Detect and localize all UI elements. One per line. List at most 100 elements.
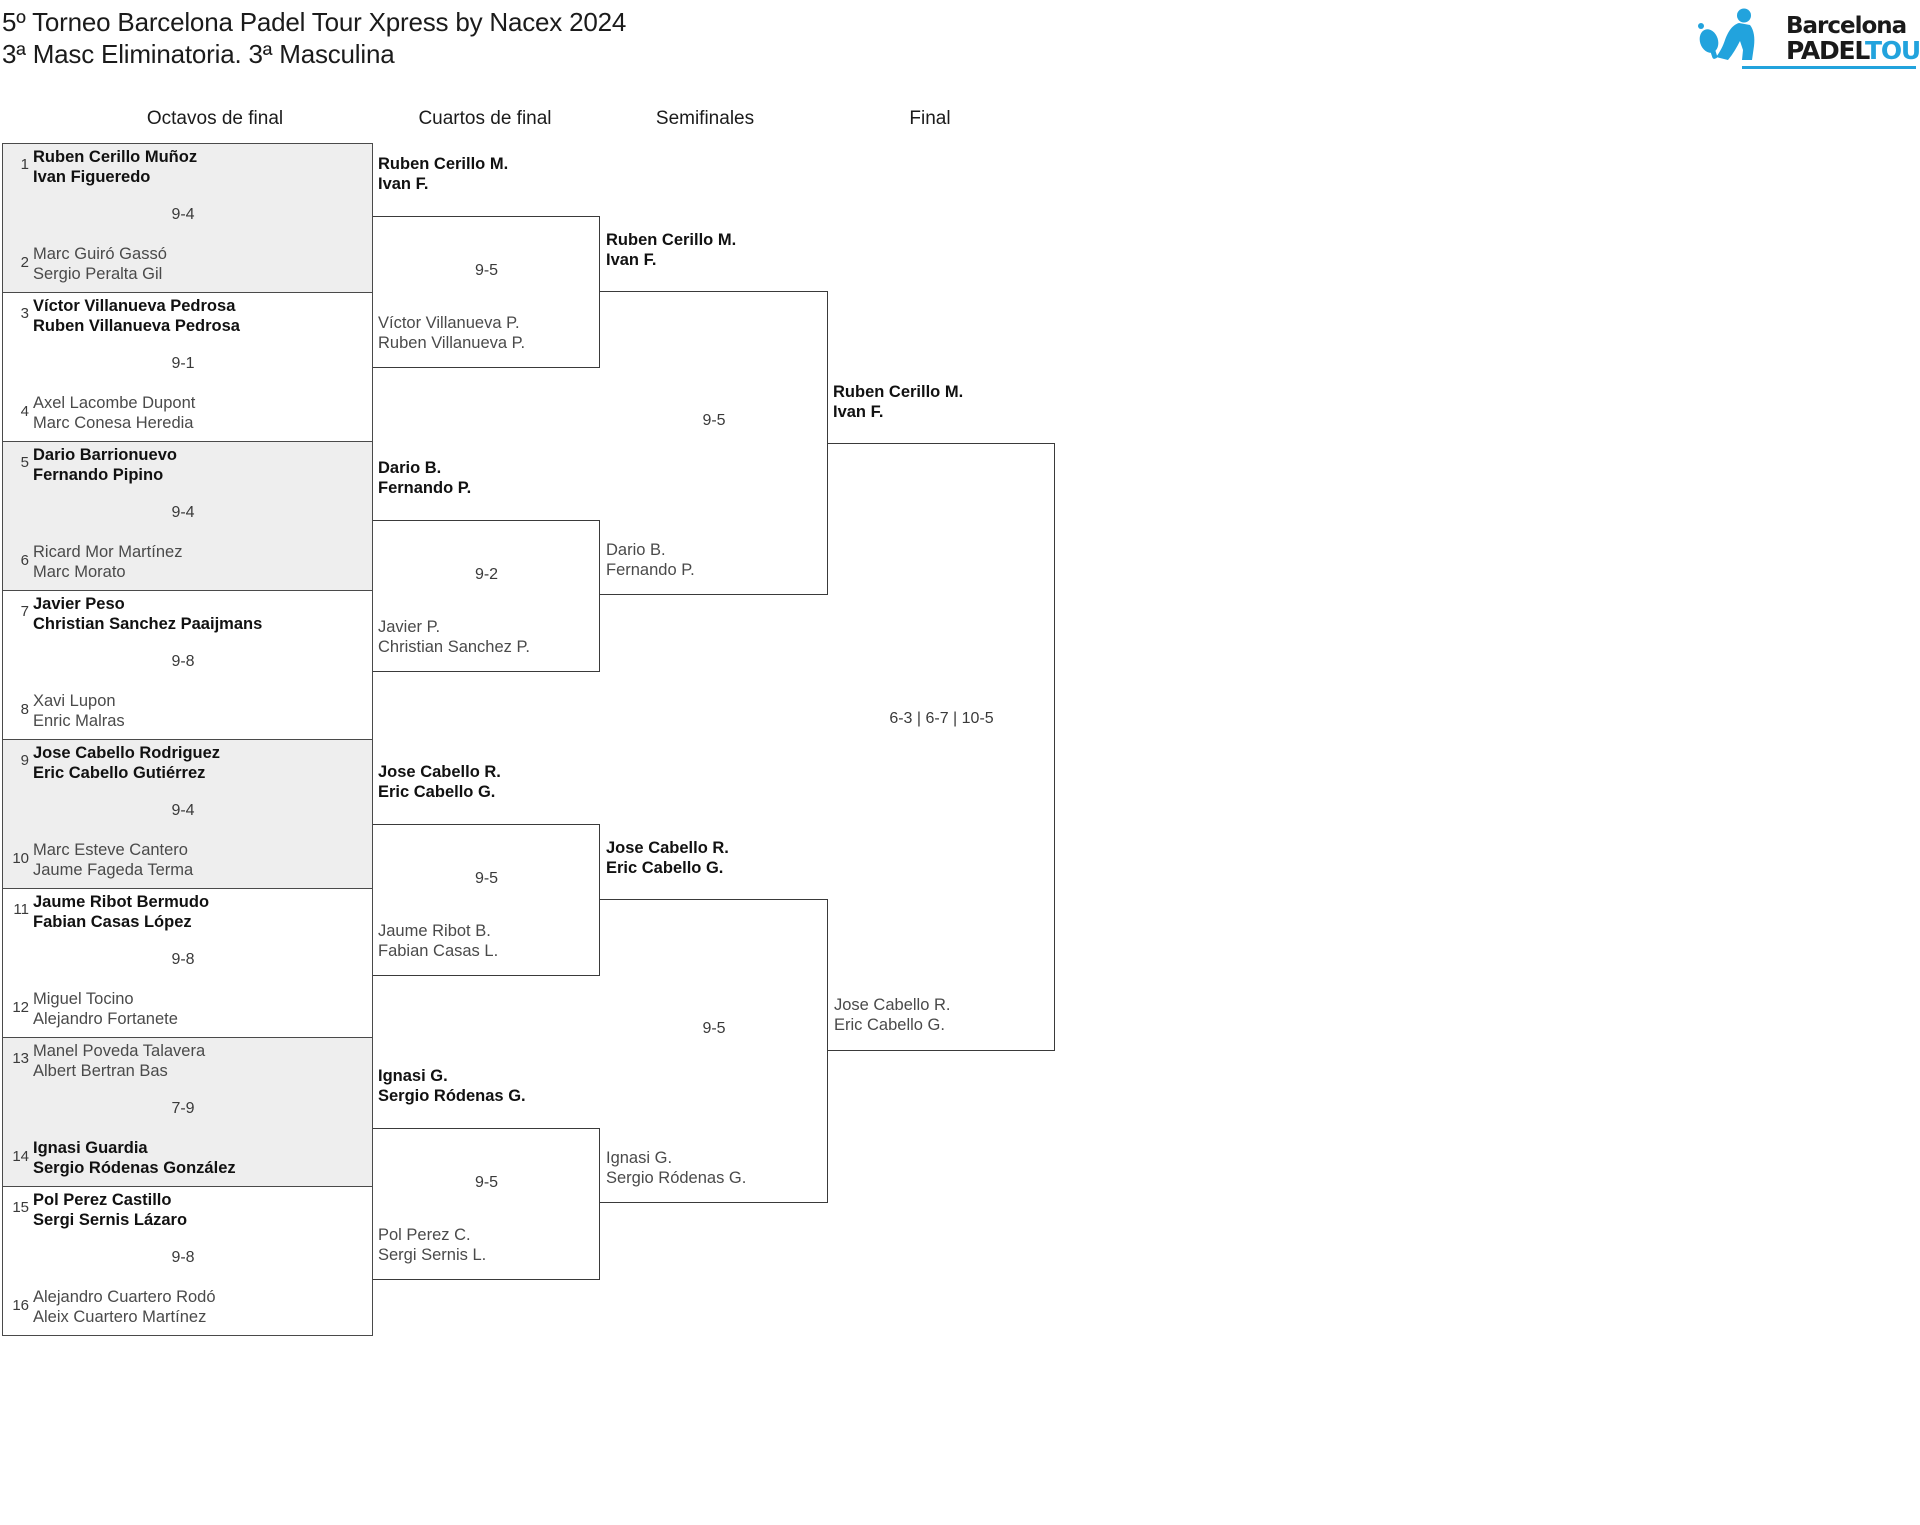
seed-number: 7 <box>20 603 29 620</box>
r1-match-8[interactable]: 15 Pol Perez Castillo Sergi Sernis Lázar… <box>2 1186 373 1336</box>
match-score: 6-3 | 6-7 | 10-5 <box>889 710 994 727</box>
player-name: Jaume Ribot Bermudo <box>33 893 210 911</box>
player-name: Ivan F. <box>378 174 429 193</box>
team-bottom: Ricard Mor Martínez Marc Morato <box>33 543 182 582</box>
player-name: Jaume Ribot B. <box>378 922 491 940</box>
player-name: Eric Cabello G. <box>834 1015 945 1034</box>
r1-match-4[interactable]: 7 Javier Peso Christian Sanchez Paaijman… <box>2 590 373 740</box>
player-name: Sergio Ródenas G. <box>606 1168 747 1187</box>
player-name: Sergio Ródenas González <box>33 1158 236 1177</box>
r4-runnerup-team: Jose Cabello R. Eric Cabello G. <box>834 996 950 1035</box>
r3-match-1[interactable]: 9-5 Dario B. Fernando P. <box>600 291 828 595</box>
player-name: Dario Barrionuevo <box>33 446 177 464</box>
match-score: 9-4 <box>171 504 195 521</box>
r3-losing-team-2: Ignasi G. Sergio Ródenas G. <box>606 1149 746 1188</box>
player-name: Ivan F. <box>606 250 657 269</box>
round-header-cuartos: Cuartos de final <box>418 108 552 129</box>
player-name: Ruben Villanueva P. <box>378 333 526 352</box>
r1-match-5[interactable]: 9 Jose Cabello Rodriguez Eric Cabello Gu… <box>2 739 373 889</box>
logo-padel-text: PADEL <box>1786 36 1866 65</box>
seed-number: 5 <box>20 454 29 471</box>
r2-losing-team-2: Javier P. Christian Sanchez P. <box>378 618 530 657</box>
player-name: Jose Cabello R. <box>606 839 729 857</box>
r1-match-1[interactable]: 1 Ruben Cerillo Muñoz Ivan Figueredo 9-4… <box>2 143 373 293</box>
tournament-title: 5º Torneo Barcelona Padel Tour Xpress by… <box>2 7 627 37</box>
match-score: 9-4 <box>171 206 195 223</box>
r2-match-2[interactable]: 9-2 Javier P. Christian Sanchez P. <box>373 520 600 672</box>
player-name: Ignasi G. <box>378 1067 448 1085</box>
r2-losing-team-3: Jaume Ribot B. Fabian Casas L. <box>378 922 498 961</box>
player-name: Javier Peso <box>33 595 125 613</box>
r2-match-1[interactable]: 9-5 Víctor Villanueva P. Ruben Villanuev… <box>373 216 600 368</box>
r2-match-3[interactable]: 9-5 Jaume Ribot B. Fabian Casas L. <box>373 824 600 976</box>
player-name: Alejandro Cuartero Rodó <box>33 1288 216 1306</box>
r3-advancing-team-1: Ruben Cerillo M. Ivan F. <box>606 231 736 270</box>
team-bottom: Ignasi Guardia Sergio Ródenas González <box>33 1139 236 1178</box>
match-score: 9-5 <box>702 1020 726 1037</box>
seed-number: 10 <box>12 850 29 867</box>
player-name: Marc Conesa Heredia <box>33 413 194 432</box>
match-score: 9-5 <box>702 412 726 429</box>
player-name: Jose Cabello R. <box>834 996 951 1014</box>
r1-match-3[interactable]: 5 Dario Barrionuevo Fernando Pipino 9-4 … <box>2 441 373 591</box>
player-name: Ruben Villanueva Pedrosa <box>33 316 240 335</box>
player-name: Jose Cabello R. <box>378 763 501 781</box>
player-name: Fabian Casas L. <box>378 941 499 960</box>
round-header-octavos: Octavos de final <box>146 108 284 129</box>
match-score: 9-2 <box>474 566 499 583</box>
team-bottom: Miguel Tocino Alejandro Fortanete <box>33 990 178 1029</box>
seed-number: 1 <box>20 156 29 173</box>
r3-advancing-team-2: Jose Cabello R. Eric Cabello G. <box>606 839 729 878</box>
player-name: Manel Poveda Talavera <box>33 1042 206 1060</box>
player-name: Javier P. <box>378 618 441 636</box>
r3-losing-team-1: Dario B. Fernando P. <box>606 541 695 580</box>
padel-player-icon <box>1698 8 1755 60</box>
match-score: 9-5 <box>474 1174 499 1191</box>
player-name: Jaume Fageda Terma <box>33 860 194 879</box>
r2-advancing-team-4: Ignasi G. Sergio Ródenas G. <box>378 1067 526 1106</box>
player-name: Miguel Tocino <box>33 990 134 1008</box>
logo-barcelona-text: Barcelona <box>1786 13 1907 39</box>
player-name: Albert Bertran Bas <box>33 1061 168 1080</box>
seed-number: 3 <box>20 305 29 322</box>
player-name: Alejandro Fortanete <box>33 1009 178 1028</box>
r2-advancing-team-2: Dario B. Fernando P. <box>378 459 471 498</box>
team-bottom: Marc Esteve Cantero Jaume Fageda Terma <box>33 841 193 880</box>
match-score: 9-8 <box>171 1249 195 1266</box>
r2-advancing-team-3: Jose Cabello R. Eric Cabello G. <box>378 763 501 802</box>
seed-number: 8 <box>20 701 29 718</box>
seed-number: 2 <box>20 254 29 271</box>
barcelona-padel-tour-logo: Barcelona PADELTOUR <box>1698 8 1920 70</box>
seed-number: 16 <box>12 1297 29 1314</box>
player-name: Ruben Cerillo M. <box>606 231 737 249</box>
r2-losing-team-1: Víctor Villanueva P. Ruben Villanueva P. <box>378 314 525 353</box>
player-name: Christian Sanchez P. <box>378 637 530 656</box>
player-name: Fernando Pipino <box>33 465 164 484</box>
team-bottom: Xavi Lupon Enric Malras <box>33 692 125 731</box>
player-name: Eric Cabello G. <box>606 858 724 877</box>
seed-number: 6 <box>20 552 29 569</box>
r4-final-match[interactable]: 6-3 | 6-7 | 10-5 Jose Cabello R. Eric Ca… <box>828 443 1055 1051</box>
team-top: Dario Barrionuevo Fernando Pipino <box>33 446 177 485</box>
player-name: Pol Perez C. <box>378 1226 471 1244</box>
r1-match-7[interactable]: 13 Manel Poveda Talavera Albert Bertran … <box>2 1037 373 1187</box>
team-bottom: Axel Lacombe Dupont Marc Conesa Heredia <box>33 394 195 433</box>
seed-number: 15 <box>12 1199 29 1216</box>
r1-match-6[interactable]: 11 Jaume Ribot Bermudo Fabian Casas Lópe… <box>2 888 373 1038</box>
player-name: Ignasi G. <box>606 1149 673 1167</box>
team-bottom: Alejandro Cuartero Rodó Aleix Cuartero M… <box>33 1288 216 1327</box>
r4-champion-team: Ruben Cerillo M. Ivan F. <box>833 383 963 422</box>
player-name: Sergi Sernis L. <box>378 1245 487 1264</box>
round-header-final: Final <box>909 108 951 129</box>
seed-number: 11 <box>13 901 29 918</box>
r1-match-2[interactable]: 3 Víctor Villanueva Pedrosa Ruben Villan… <box>2 292 373 442</box>
r3-match-2[interactable]: 9-5 Ignasi G. Sergio Ródenas G. <box>600 899 828 1203</box>
player-name: Eric Cabello Gutiérrez <box>33 763 206 782</box>
match-score: 9-8 <box>171 653 195 670</box>
team-top: Javier Peso Christian Sanchez Paaijmans <box>33 595 262 634</box>
player-name: Marc Esteve Cantero <box>33 841 188 859</box>
player-name: Sergi Sernis Lázaro <box>33 1210 188 1229</box>
player-name: Xavi Lupon <box>33 692 116 710</box>
player-name: Sergio Peralta Gil <box>33 264 163 283</box>
r2-match-4[interactable]: 9-5 Pol Perez C. Sergi Sernis L. <box>373 1128 600 1280</box>
